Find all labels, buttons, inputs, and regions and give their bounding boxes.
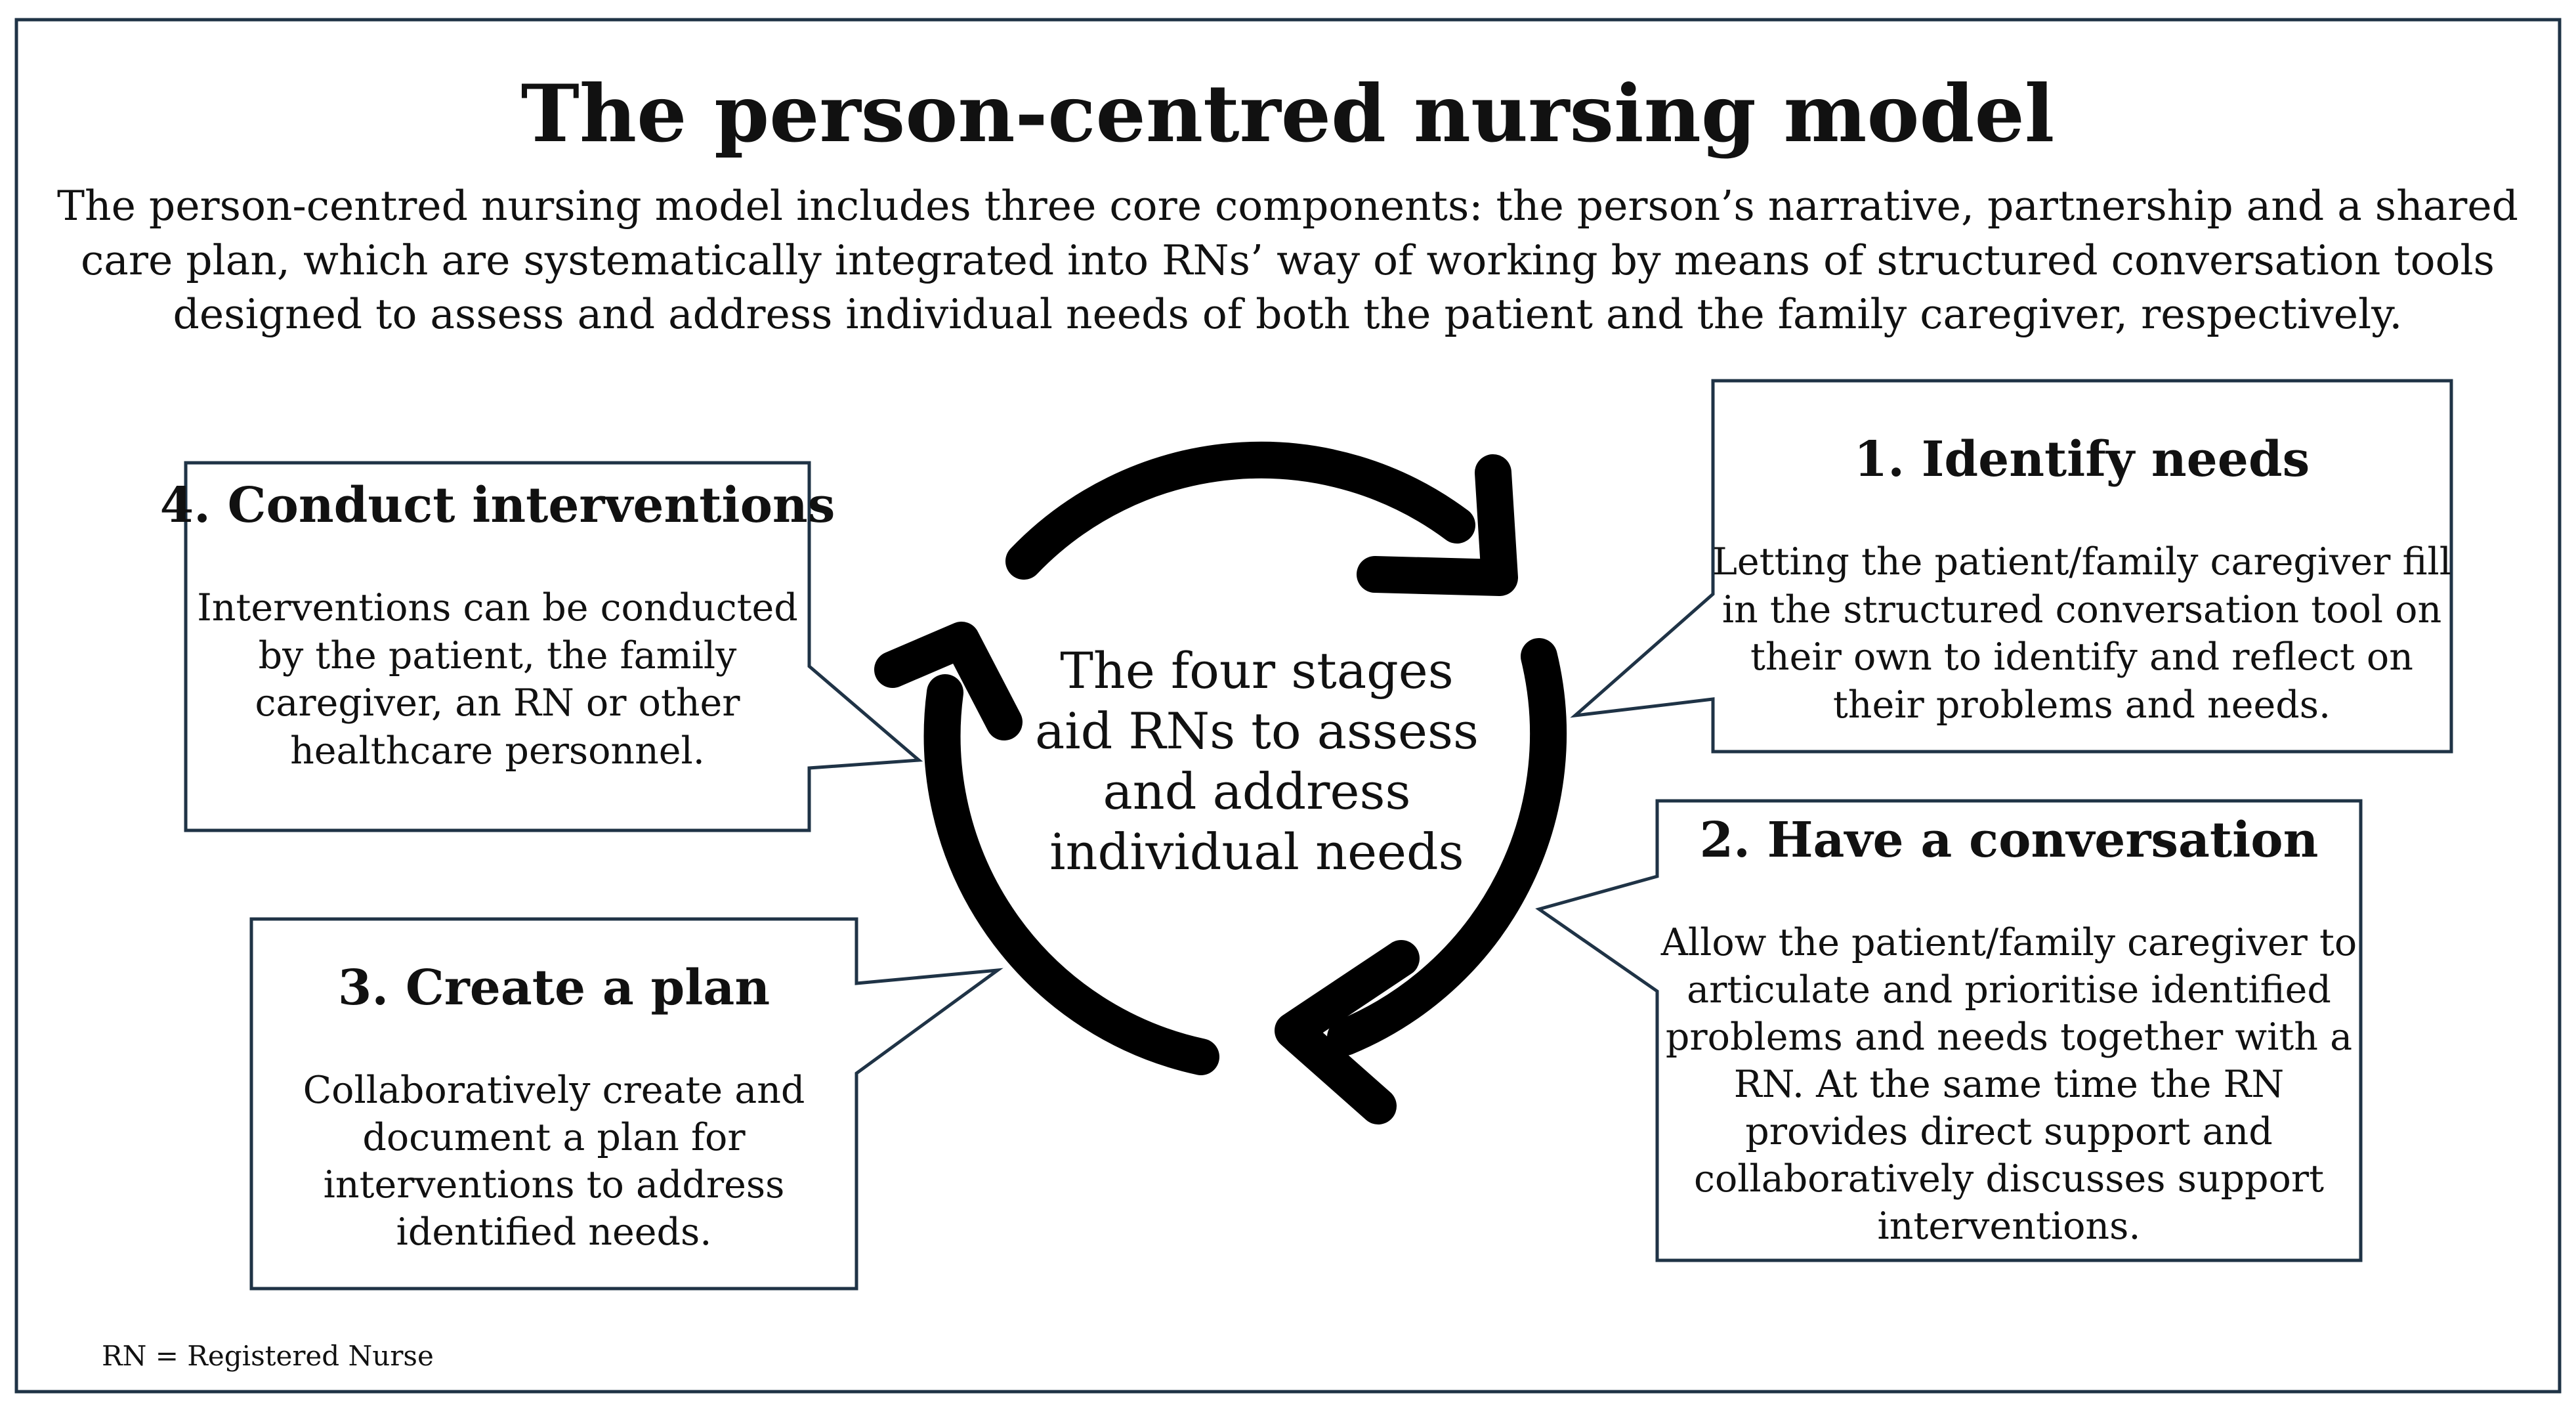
stage-2-line: RN. At the same time the RN — [1734, 1063, 2284, 1106]
stage-2-line: problems and needs together with a — [1666, 1016, 2352, 1059]
stage-2-line: interventions. — [1877, 1205, 2140, 1248]
stage-4-line: healthcare personnel. — [290, 729, 705, 773]
stage-1-heading: 1. Identify needs — [1854, 431, 2310, 488]
stage-3-line: identified needs. — [396, 1210, 712, 1254]
intro-line: designed to assess and address individua… — [173, 290, 2403, 338]
stage-1-line: Letting the patient/family caregiver fil… — [1712, 540, 2451, 584]
diagram-title: The person-centred nursing model — [521, 68, 2055, 160]
stage-4-line: by the patient, the family — [259, 634, 738, 677]
intro-paragraph: The person-centred nursing model include… — [57, 182, 2518, 338]
intro-line: The person-centred nursing model include… — [57, 182, 2518, 230]
stage-4-heading: 4. Conduct interventions — [160, 477, 835, 534]
stage-2-callout — [1535, 799, 2363, 1262]
stage-1-line: their own to identify and reflect on — [1750, 635, 2413, 679]
stage-4-callout — [184, 461, 923, 832]
stage-3-box: 3. Create a plan Collaboratively create … — [249, 917, 1003, 1291]
cycle-arrow-right — [1327, 638, 1567, 1056]
stage-2-line: articulate and prioritise identified — [1687, 968, 2331, 1012]
stage-3-line: document a plan for — [362, 1116, 746, 1159]
arrowhead-top — [1357, 454, 1518, 596]
stage-2-line: collaboratively discusses support — [1694, 1157, 2324, 1201]
stage-1-box: 1. Identify needs Letting the patient/fa… — [1570, 379, 2453, 754]
stage-4-line: Interventions can be conducted — [197, 586, 798, 630]
stage-2-line: provides direct support and — [1745, 1110, 2272, 1153]
stage-3-heading: 3. Create a plan — [338, 960, 770, 1016]
cycle-arrow-top — [1005, 441, 1475, 580]
arrowhead-right — [1275, 940, 1420, 1124]
stage-4-line: caregiver, an RN or other — [255, 681, 740, 725]
footnote: RN = Registered Nurse — [102, 1340, 434, 1372]
stage-3-line: Collaboratively create and — [303, 1069, 805, 1112]
cycle-arrow-bottom — [923, 674, 1219, 1075]
stage-4-box: 4. Conduct interventions Interventions c… — [160, 461, 923, 832]
stage-2-line: Allow the patient/family caregiver to — [1660, 921, 2357, 964]
stage-2-heading: 2. Have a conversation — [1700, 812, 2319, 868]
stage-3-line: interventions to address — [324, 1163, 785, 1207]
stage-3-callout — [249, 917, 1003, 1291]
cycle-arrows — [874, 441, 1567, 1124]
stage-2-box: 2. Have a conversation Allow the patient… — [1535, 799, 2363, 1262]
center-label: The four stages aid RNs to assess and ad… — [1035, 641, 1479, 881]
center-line: The four stages — [1060, 641, 1454, 700]
center-line: individual needs — [1049, 823, 1464, 881]
stage-1-line: their problems and needs. — [1833, 683, 2331, 727]
stage-1-callout — [1570, 379, 2453, 754]
intro-line: care plan, which are systematically inte… — [81, 236, 2495, 284]
center-line: and address — [1103, 762, 1411, 821]
arrowhead-left — [874, 622, 1023, 740]
stage-1-line: in the structured conversation tool on — [1722, 588, 2441, 631]
center-line: aid RNs to assess — [1035, 702, 1479, 760]
